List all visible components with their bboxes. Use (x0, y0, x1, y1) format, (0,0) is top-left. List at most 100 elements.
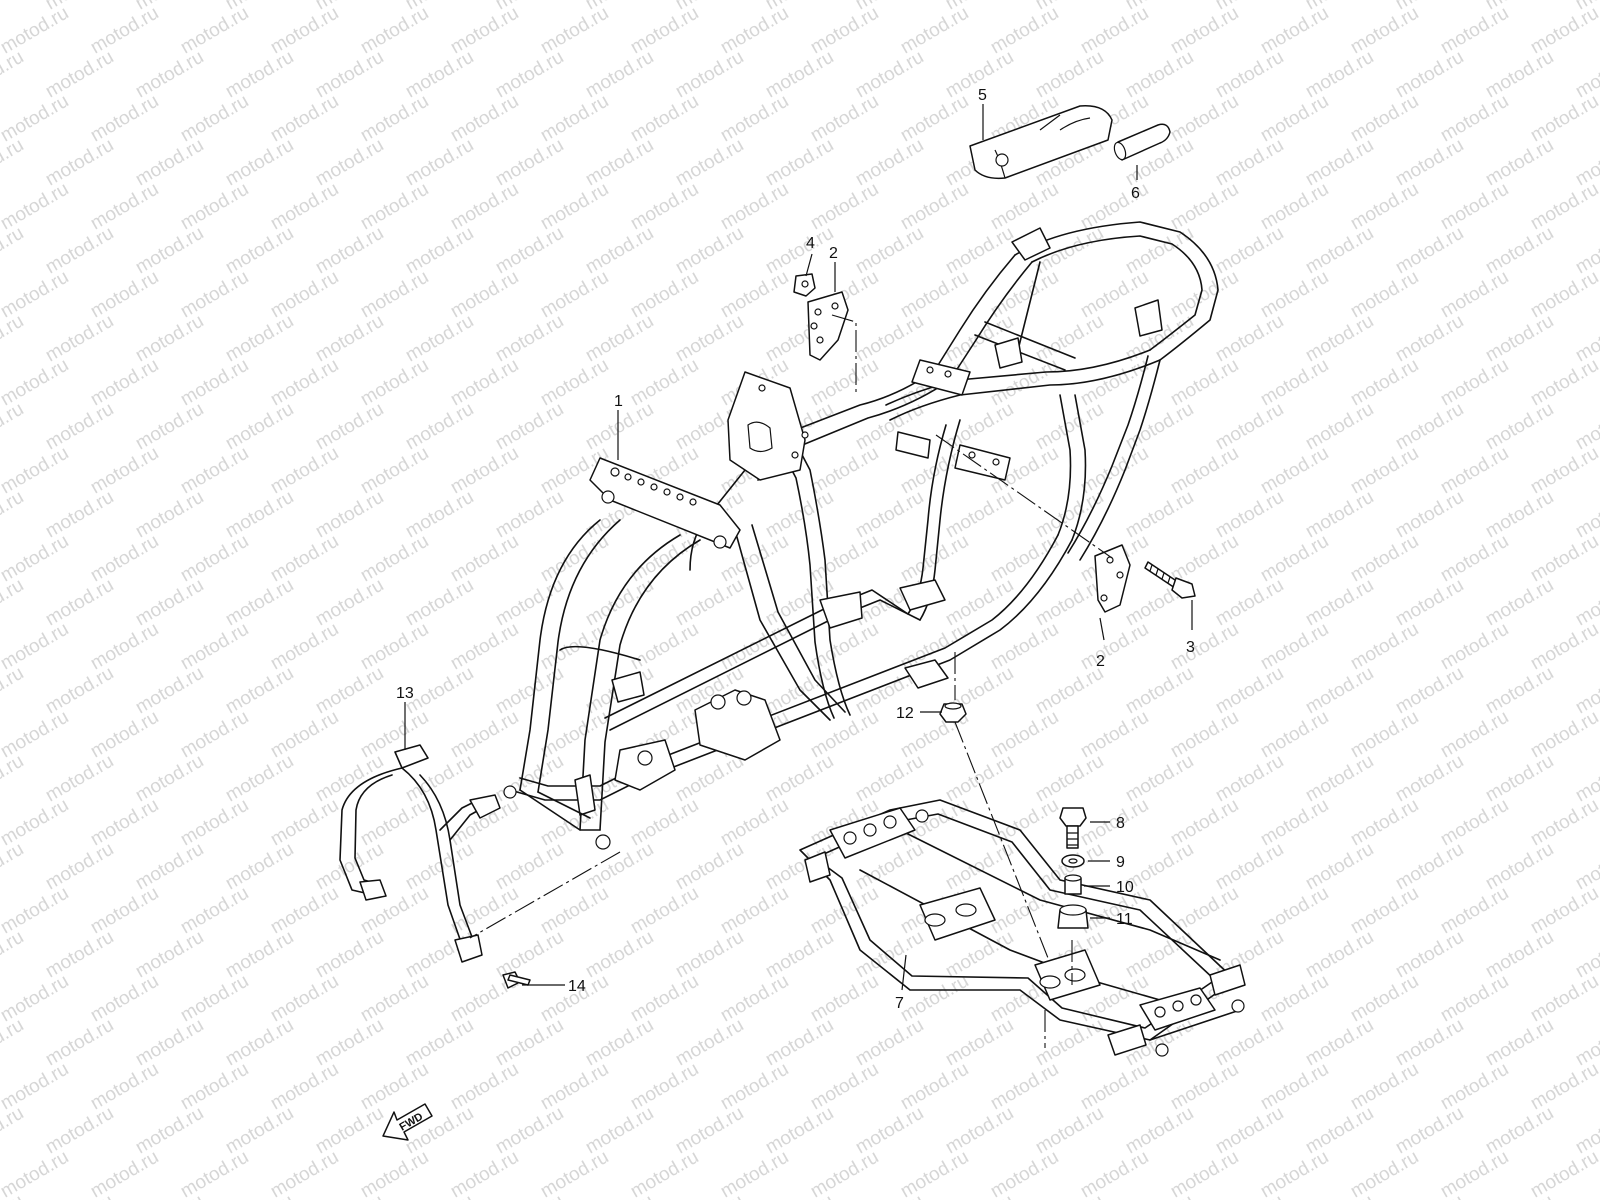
watermark-text: motod.ru (267, 531, 342, 587)
watermark-text: motod.ru (672, 839, 747, 895)
watermark-text: motod.ru (1437, 795, 1512, 851)
watermark-text: motod.ru (537, 267, 612, 323)
watermark-text: motod.ru (0, 0, 27, 14)
watermark-text: motod.ru (717, 1147, 792, 1200)
watermark-text: motod.ru (267, 355, 342, 411)
watermark-text: motod.ru (267, 443, 342, 499)
watermark-text: motod.ru (1302, 311, 1377, 367)
watermark-text: motod.ru (312, 1103, 387, 1159)
watermark-text: motod.ru (0, 927, 27, 983)
watermark-text: motod.ru (1032, 311, 1107, 367)
watermark-text: motod.ru (132, 311, 207, 367)
watermark-text: motod.ru (1347, 267, 1422, 323)
watermark-text: motod.ru (942, 839, 1017, 895)
watermark-text: motod.ru (1212, 1103, 1287, 1159)
watermark-text: motod.ru (1212, 223, 1287, 279)
watermark-text: motod.ru (222, 487, 297, 543)
watermark-text: motod.ru (627, 619, 702, 675)
callout-2-lower: 2 (1096, 653, 1105, 670)
watermark-text: motod.ru (177, 795, 252, 851)
watermark-text: motod.ru (762, 223, 837, 279)
watermark-text: motod.ru (87, 619, 162, 675)
watermark-text: motod.ru (1527, 531, 1600, 587)
watermark-text: motod.ru (0, 1103, 27, 1159)
watermark-text: motod.ru (87, 1147, 162, 1200)
watermark-text: motod.ru (357, 795, 432, 851)
watermark-text: motod.ru (492, 487, 567, 543)
watermark-text: motod.ru (1392, 839, 1467, 895)
watermark-text: motod.ru (942, 223, 1017, 279)
watermark-text: motod.ru (807, 91, 882, 147)
watermark-text: motod.ru (177, 883, 252, 939)
watermark-text: motod.ru (1392, 751, 1467, 807)
watermark-text: motod.ru (312, 575, 387, 631)
watermark-text: motod.ru (177, 531, 252, 587)
watermark-text: motod.ru (1167, 1147, 1242, 1200)
watermark-text: motod.ru (1257, 619, 1332, 675)
watermark-text: motod.ru (132, 223, 207, 279)
watermark-text: motod.ru (0, 487, 27, 543)
watermark-text: motod.ru (492, 1191, 567, 1200)
watermark-text: motod.ru (1392, 223, 1467, 279)
watermark-text: motod.ru (1437, 91, 1512, 147)
watermark-text: motod.ru (897, 91, 972, 147)
watermark-text: motod.ru (357, 91, 432, 147)
watermark-text: motod.ru (852, 1191, 927, 1200)
watermark-text: motod.ru (987, 1059, 1062, 1115)
watermark-text: motod.ru (942, 1191, 1017, 1200)
watermark-text: motod.ru (537, 1147, 612, 1200)
watermark-text: motod.ru (267, 3, 342, 59)
watermark-text: motod.ru (1347, 619, 1422, 675)
watermark-text: motod.ru (222, 223, 297, 279)
engine-mount-bracket-upper (807, 291, 849, 361)
watermark-text: motod.ru (0, 1147, 72, 1200)
watermark-text: motod.ru (537, 3, 612, 59)
watermark-text: motod.ru (537, 91, 612, 147)
watermark-text: motod.ru (1347, 531, 1422, 587)
watermark-text: motod.ru (357, 707, 432, 763)
watermark-text: motod.ru (42, 311, 117, 367)
watermark-text: motod.ru (0, 223, 27, 279)
watermark-text: motod.ru (1527, 619, 1600, 675)
watermark-text: motod.ru (357, 179, 432, 235)
watermark-text: motod.ru (1347, 443, 1422, 499)
watermark-text: motod.ru (1122, 663, 1197, 719)
watermark-text: motod.ru (1302, 663, 1377, 719)
watermark-text: motod.ru (582, 1015, 657, 1071)
watermark-text: motod.ru (1302, 399, 1377, 455)
watermark-text: motod.ru (267, 971, 342, 1027)
watermark-text: motod.ru (1257, 707, 1332, 763)
watermark-text: motod.ru (987, 707, 1062, 763)
watermark-text: motod.ru (87, 443, 162, 499)
watermark-text: motod.ru (267, 619, 342, 675)
watermark-text: motod.ru (537, 707, 612, 763)
watermark-text: motod.ru (762, 1103, 837, 1159)
watermark-text: motod.ru (762, 1015, 837, 1071)
watermark-text: motod.ru (807, 443, 882, 499)
watermark-text: motod.ru (267, 795, 342, 851)
watermark-text: motod.ru (1257, 971, 1332, 1027)
watermark-text: motod.ru (1302, 1103, 1377, 1159)
watermark-text: motod.ru (1257, 355, 1332, 411)
watermark-text: motod.ru (1077, 3, 1152, 59)
watermark-text: motod.ru (537, 179, 612, 235)
watermark-text: motod.ru (1437, 443, 1512, 499)
watermark-text: motod.ru (42, 927, 117, 983)
watermark-text: motod.ru (717, 267, 792, 323)
watermark-text: motod.ru (1032, 1103, 1107, 1159)
watermark-text: motod.ru (1437, 179, 1512, 235)
watermark-text: motod.ru (1437, 883, 1512, 939)
watermark-text: motod.ru (1212, 751, 1287, 807)
watermark-text: motod.ru (1212, 575, 1287, 631)
watermark-text: motod.ru (1032, 1015, 1107, 1071)
watermark-text: motod.ru (1212, 839, 1287, 895)
watermark-text: motod.ru (312, 663, 387, 719)
watermark-text: motod.ru (132, 751, 207, 807)
watermark-text: motod.ru (1482, 1015, 1557, 1071)
watermark-text: motod.ru (132, 47, 207, 103)
watermark-text: motod.ru (1212, 487, 1287, 543)
watermark-text: motod.ru (582, 311, 657, 367)
watermark-text: motod.ru (1257, 1147, 1332, 1200)
watermark-text: motod.ru (177, 355, 252, 411)
